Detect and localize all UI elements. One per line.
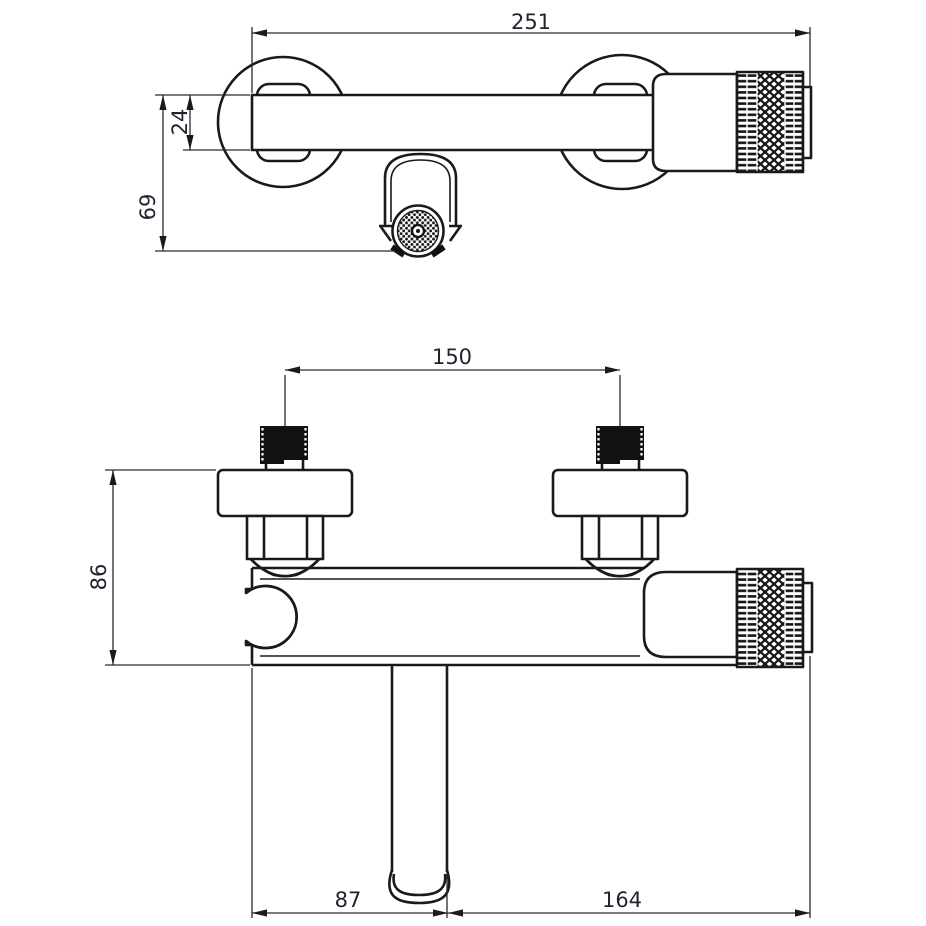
threaded-connector [596, 426, 644, 471]
wall-connection-right [551, 426, 689, 578]
spout-housing [379, 152, 462, 242]
dim-arrowhead [252, 29, 267, 37]
eccentric-union [551, 468, 689, 518]
handle-knurl-top [735, 70, 805, 174]
dim-arrowhead [448, 909, 463, 917]
wall-connection-left [216, 426, 354, 578]
dim-label-251: 251 [511, 10, 551, 34]
aerator-feet [390, 244, 446, 258]
dim-arrowhead [109, 470, 117, 485]
mixer-body-top [250, 93, 692, 152]
handle-grip-front [642, 570, 739, 659]
dim-arrowhead [186, 95, 194, 110]
handle-end-cap-top [801, 85, 813, 160]
dim-arrowhead [433, 909, 448, 917]
eccentric-union [216, 468, 354, 518]
dim-label-24: 24 [168, 109, 192, 136]
dim-arrowhead [285, 366, 300, 374]
dim-arrowhead [159, 95, 167, 110]
handle-grip-top [651, 72, 739, 173]
dim-label-86: 86 [87, 564, 111, 591]
dim-label-164: 164 [602, 888, 642, 912]
dim-label-69: 69 [136, 194, 160, 221]
spout-aerator [390, 204, 446, 258]
dimension-body-thickness: 24 [155, 94, 250, 151]
dim-arrowhead [795, 29, 810, 37]
front-view: 150 86 87 164 [87, 345, 814, 918]
dim-arrowhead [159, 236, 167, 251]
dim-label-87: 87 [335, 888, 362, 912]
handle-knurl-front [735, 567, 805, 669]
dim-arrowhead [795, 909, 810, 917]
dim-arrowhead [605, 366, 620, 374]
dim-label-150: 150 [432, 345, 472, 369]
hex-nut [580, 514, 660, 561]
dimension-spout-projection: 69 [136, 95, 395, 252]
dim-arrowhead [186, 135, 194, 150]
dimension-connection-centers: 150 [284, 345, 621, 427]
dim-arrowhead [109, 650, 117, 665]
dimension-handle-offset: 164 [448, 656, 811, 918]
hex-nut [245, 514, 325, 561]
handle-end-cap-front [801, 581, 814, 654]
dimension-spout-offset: 87 [251, 668, 448, 918]
top-view: 251 24 69 [136, 10, 813, 258]
outlet-tube [388, 666, 451, 905]
mixer-body-front [244, 566, 737, 667]
threaded-connector [260, 426, 308, 471]
dim-arrowhead [252, 909, 267, 917]
dimension-body-drop: 86 [87, 469, 250, 666]
dimension-overall-width: 251 [251, 10, 811, 93]
